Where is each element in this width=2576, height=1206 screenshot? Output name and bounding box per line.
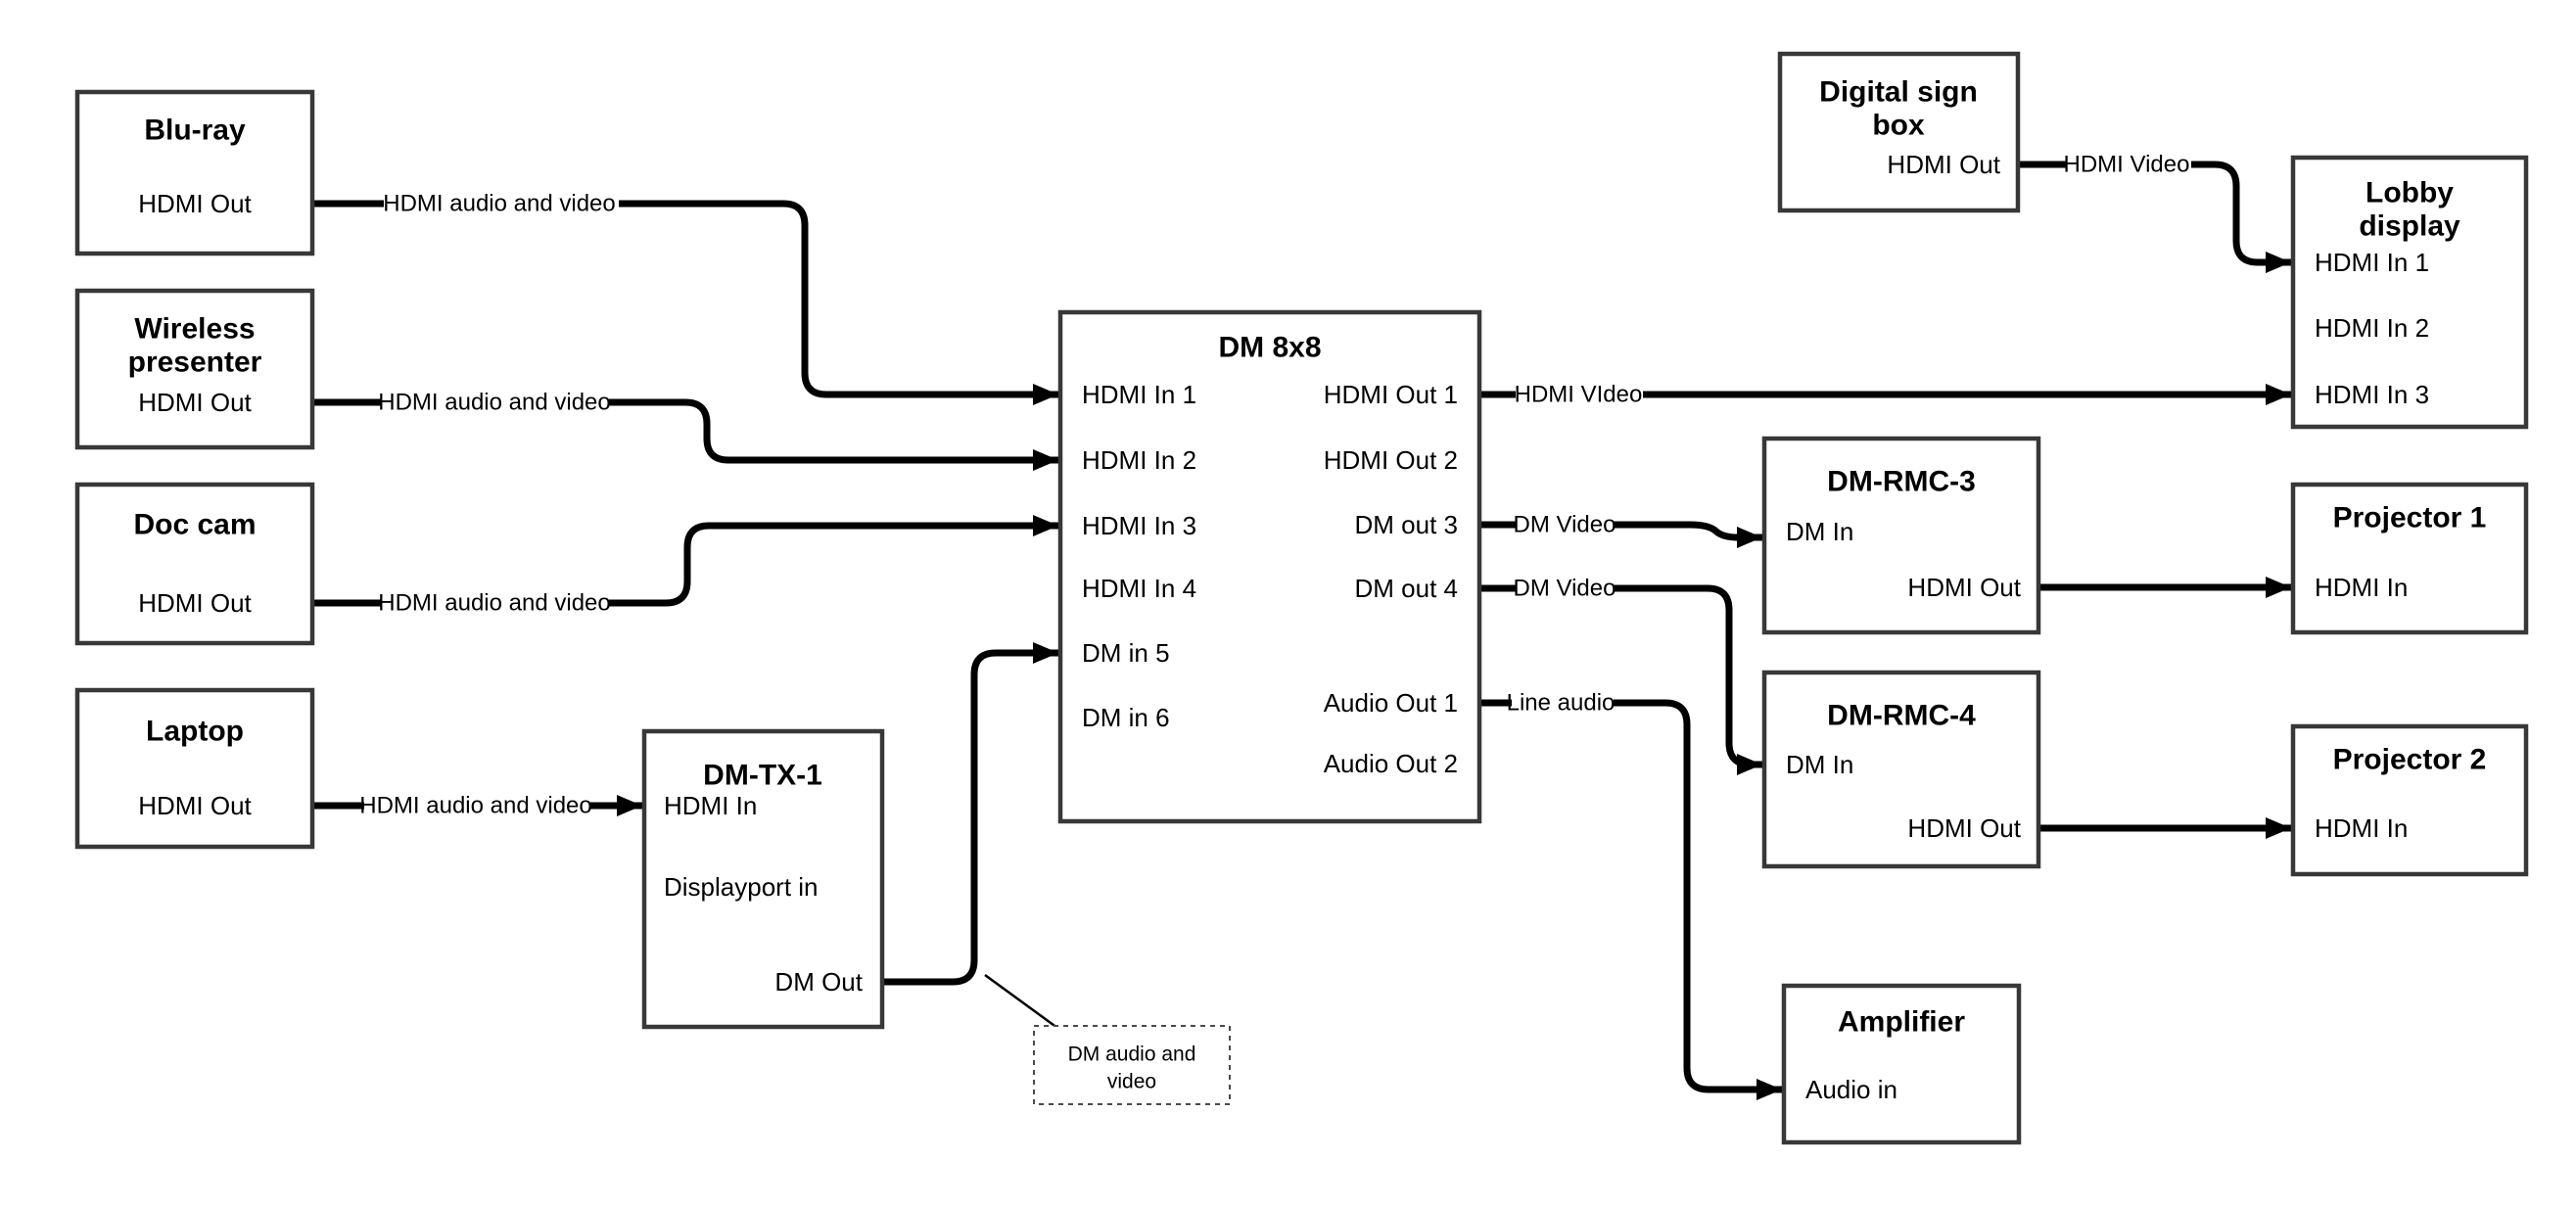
digsign-title-line1: Digital sign xyxy=(1819,76,1978,109)
wireless-port-hdmi-out: HDMI Out xyxy=(138,388,252,417)
bluray-box xyxy=(74,89,315,256)
edge-doccam-to-dm8x8 xyxy=(609,515,1058,607)
digsign-title-line2: box xyxy=(1872,110,1925,142)
dm8x8-port-hdmi-out-2: HDMI Out 2 xyxy=(1324,445,1458,475)
dmtx1-port-dm-out: DM Out xyxy=(774,967,863,997)
dm8x8-port-hdmi-out-1: HDMI Out 1 xyxy=(1324,380,1458,409)
wireless-title-line1: Wireless xyxy=(134,313,255,346)
edge-dm8x8-to-rmc3 xyxy=(1614,521,1762,548)
node-rmc3: DM-RMC-3 DM In HDMI Out xyxy=(1761,436,2041,635)
laptop-box xyxy=(74,687,315,850)
dmtx1-title: DM-TX-1 xyxy=(703,760,822,792)
proj1-title: Projector 1 xyxy=(2333,502,2487,534)
dm8x8-port-hdmi-in-3: HDMI In 3 xyxy=(1082,511,1196,540)
note-text-line1: DM audio and xyxy=(1068,1044,1196,1066)
note-box xyxy=(1033,1025,1231,1105)
dm8x8-port-hdmi-in-4: HDMI In 4 xyxy=(1082,574,1196,603)
wireless-box xyxy=(74,288,315,450)
dm8x8-port-dm-in-6: DM in 6 xyxy=(1082,703,1170,732)
node-bluray: Blu-ray HDMI Out xyxy=(74,89,315,256)
edge-wireless-to-dm8x8-label: HDMI audio and video xyxy=(378,390,610,416)
rmc3-port-hdmi-out: HDMI Out xyxy=(1907,573,2021,602)
rmc3-box xyxy=(1761,436,2041,635)
proj1-port-hdmi-in: HDMI In xyxy=(2315,573,2408,602)
edge-dm8x8-to-amp-label: Line audio xyxy=(1507,690,1616,717)
note-text-line2: video xyxy=(1107,1071,1156,1093)
lobby-box xyxy=(2290,155,2529,430)
lobby-title-line2: display xyxy=(2359,210,2460,243)
laptop-port-hdmi-out: HDMI Out xyxy=(138,791,252,820)
proj2-title: Projector 2 xyxy=(2333,744,2487,776)
dm8x8-port-hdmi-in-2: HDMI In 2 xyxy=(1082,445,1196,475)
edge-digsign-to-lobby-label: HDMI Video xyxy=(2064,152,2190,178)
node-amplifier: Amplifier Audio in xyxy=(1781,983,2022,1145)
doccam-box xyxy=(74,482,315,646)
dmtx1-port-hdmi-in: HDMI In xyxy=(664,791,757,820)
note-callout-line xyxy=(984,973,1058,1030)
lobby-port-hdmi-in-2: HDMI In 2 xyxy=(2315,313,2429,343)
lobby-title-line1: Lobby xyxy=(2365,177,2454,209)
digsign-port-hdmi-out: HDMI Out xyxy=(1887,150,2000,179)
doccam-port-hdmi-out: HDMI Out xyxy=(138,588,252,618)
dm8x8-port-dm-out-3: DM out 3 xyxy=(1355,510,1459,539)
node-rmc4: DM-RMC-4 DM In HDMI Out xyxy=(1761,670,2041,869)
proj2-box xyxy=(2290,723,2529,877)
node-projector2: Projector 2 HDMI In xyxy=(2290,723,2529,877)
proj2-port-hdmi-in: HDMI In xyxy=(2315,813,2408,843)
wireless-title-line2: presenter xyxy=(128,347,262,379)
node-dm8x8: DM 8x8 HDMI In 1 HDMI In 2 HDMI In 3 HDM… xyxy=(1057,309,1482,824)
node-wireless-presenter: Wireless presenter HDMI Out xyxy=(74,288,315,450)
node-projector1: Projector 1 HDMI In xyxy=(2290,482,2529,635)
doccam-title: Doc cam xyxy=(133,509,256,541)
edge-dmtx1-to-dm8x8 xyxy=(882,642,1058,986)
node-lobby-display: Lobby display HDMI In 1 HDMI In 2 HDMI I… xyxy=(2290,155,2529,430)
edge-dm8x8-to-lobby-label: HDMI VIdeo xyxy=(1515,382,1643,408)
edge-bluray-to-dm8x8-label: HDMI audio and video xyxy=(383,191,615,217)
edge-bluray-to-dm8x8 xyxy=(619,200,1058,405)
proj1-box xyxy=(2290,482,2529,635)
dm8x8-port-dm-out-4: DM out 4 xyxy=(1355,574,1459,603)
amp-title: Amplifier xyxy=(1838,1006,1965,1039)
node-dmtx1: DM-TX-1 HDMI In Displayport in DM Out xyxy=(641,728,885,1030)
rmc4-port-dm-in: DM In xyxy=(1786,750,1853,779)
edge-dm8x8-to-rmc3-label: DM Video xyxy=(1514,512,1616,538)
rmc3-port-dm-in: DM In xyxy=(1786,517,1853,546)
amp-box xyxy=(1781,983,2022,1145)
edge-wireless-to-dm8x8 xyxy=(609,398,1058,471)
dm8x8-box xyxy=(1057,309,1482,824)
edge-laptop-to-dmtx1-label: HDMI audio and video xyxy=(359,793,591,819)
rmc4-box xyxy=(1761,670,2041,869)
edge-doccam-to-dm8x8-label: HDMI audio and video xyxy=(378,590,610,617)
bluray-title: Blu-ray xyxy=(144,115,246,147)
dm8x8-port-audio-out-2: Audio Out 2 xyxy=(1324,749,1458,778)
node-digital-sign-box: Digital sign box HDMI Out xyxy=(1777,51,2021,213)
edge-dm8x8-to-amp xyxy=(1614,699,1782,1100)
edge-dm8x8-to-rmc4-label: DM Video xyxy=(1514,576,1616,602)
laptop-title: Laptop xyxy=(146,716,244,748)
lobby-port-hdmi-in-3: HDMI In 3 xyxy=(2315,380,2429,409)
digsign-box xyxy=(1777,51,2021,213)
edge-dm8x8-to-rmc4 xyxy=(1614,584,1762,775)
dm8x8-port-hdmi-in-1: HDMI In 1 xyxy=(1082,380,1196,409)
rmc4-port-hdmi-out: HDMI Out xyxy=(1907,813,2021,843)
amp-port-audio-in: Audio in xyxy=(1805,1075,1897,1104)
lobby-port-hdmi-in-1: HDMI In 1 xyxy=(2315,248,2429,277)
rmc3-title: DM-RMC-3 xyxy=(1827,466,1976,498)
node-laptop: Laptop HDMI Out xyxy=(74,687,315,850)
note-dm-audio-video: DM audio and video xyxy=(1033,1025,1231,1105)
dmtx1-box xyxy=(641,728,885,1030)
dm8x8-port-dm-in-5: DM in 5 xyxy=(1082,638,1170,668)
dmtx1-port-displayport-in: Displayport in xyxy=(664,872,819,902)
node-doccam: Doc cam HDMI Out xyxy=(74,482,315,646)
dm8x8-port-audio-out-1: Audio Out 1 xyxy=(1324,688,1458,718)
bluray-port-hdmi-out: HDMI Out xyxy=(138,189,252,218)
dm8x8-title: DM 8x8 xyxy=(1218,332,1321,364)
edge-digsign-to-lobby xyxy=(2191,161,2291,273)
rmc4-title: DM-RMC-4 xyxy=(1827,700,1976,732)
